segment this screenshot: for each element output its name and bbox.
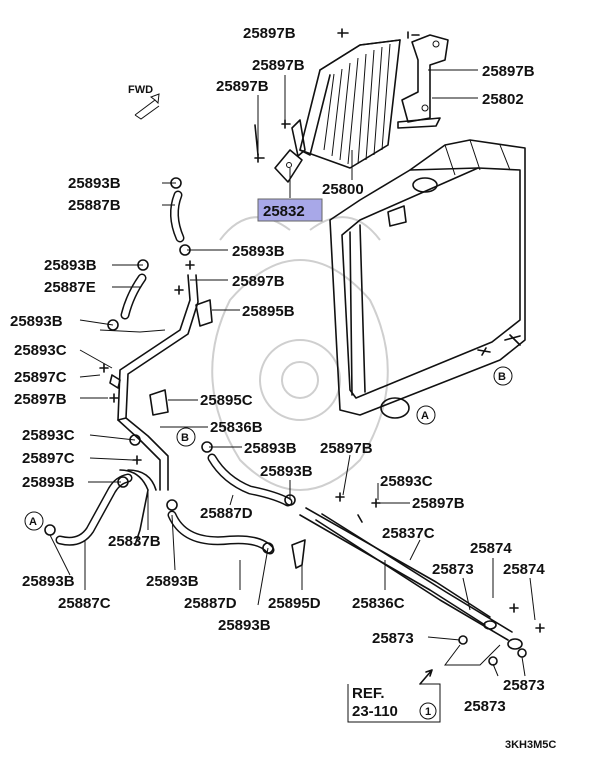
label-25893c-1: 25893C bbox=[14, 342, 67, 359]
radiator bbox=[329, 139, 526, 419]
label-25874-2: 25874 bbox=[503, 561, 545, 578]
label-25887b: 25887B bbox=[68, 197, 121, 214]
label-25887d-2: 25887D bbox=[184, 595, 237, 612]
callout-markers: B A B A bbox=[24, 366, 513, 531]
label-25893b-7: 25893B bbox=[260, 463, 313, 480]
label-25893b-9: 25893B bbox=[146, 573, 199, 590]
label-25893b-4: 25893B bbox=[10, 313, 63, 330]
bracket-25832 bbox=[274, 149, 303, 183]
label-25802: 25802 bbox=[482, 91, 524, 108]
label-25895c: 25895C bbox=[200, 392, 253, 409]
label-25874-1: 25874 bbox=[470, 540, 512, 557]
label-25895b: 25895B bbox=[242, 303, 295, 320]
label-25873-2: 25873 bbox=[372, 630, 414, 647]
label-25887d-1: 25887D bbox=[200, 505, 253, 522]
label-25836b: 25836B bbox=[210, 419, 263, 436]
oil-cooler bbox=[291, 39, 401, 169]
svg-text:B: B bbox=[498, 371, 506, 383]
ref-number: 23-110 bbox=[352, 703, 398, 720]
label-25897c-1: 25897C bbox=[14, 369, 67, 386]
label-25893c-3: 25893C bbox=[380, 473, 433, 490]
label-25832: 25832 bbox=[263, 203, 305, 220]
marker-a-hose: A bbox=[24, 511, 44, 531]
part-labels: 25897B 25897B 25897B 25802 25897B 25800 … bbox=[10, 25, 545, 715]
hoses-and-tubes bbox=[55, 190, 523, 650]
label-25873-3: 25873 bbox=[503, 677, 545, 694]
label-25897b-left: 25897B bbox=[216, 78, 269, 95]
marker-a-radiator: A bbox=[416, 405, 436, 425]
label-25897b-c: 25897B bbox=[232, 273, 285, 290]
label-25893b-5: 25893B bbox=[244, 440, 297, 457]
label-25837c: 25837C bbox=[382, 525, 435, 542]
watermark-emblem bbox=[211, 216, 389, 491]
label-25893b-2: 25893B bbox=[232, 243, 285, 260]
marker-b-radiator: B bbox=[493, 366, 513, 386]
highlight-25832 bbox=[257, 198, 323, 222]
diagram-code: 3KH3M5C bbox=[505, 739, 556, 751]
svg-text:A: A bbox=[421, 410, 429, 422]
label-25897b-f: 25897B bbox=[412, 495, 465, 512]
label-25893b-6: 25893B bbox=[22, 474, 75, 491]
reference-box: REF. 23-110 1 bbox=[347, 669, 441, 723]
label-25897b-top: 25897B bbox=[243, 25, 296, 42]
label-25897b-right: 25897B bbox=[482, 63, 535, 80]
ref-title: REF. bbox=[352, 685, 385, 702]
label-25893c-2: 25893C bbox=[22, 427, 75, 444]
svg-text:A: A bbox=[29, 516, 37, 528]
label-25893b-8: 25893B bbox=[22, 573, 75, 590]
marker-b-hose: B bbox=[176, 427, 196, 447]
leader-lines bbox=[49, 32, 536, 677]
label-25873-4: 25873 bbox=[464, 698, 506, 715]
fwd-arrow: FWD bbox=[128, 84, 160, 120]
label-25893b-10: 25893B bbox=[218, 617, 271, 634]
fwd-label: FWD bbox=[128, 84, 153, 96]
label-25873-1: 25873 bbox=[432, 561, 474, 578]
label-25895d: 25895D bbox=[268, 595, 321, 612]
label-25897b-mid: 25897B bbox=[252, 57, 305, 74]
label-25887c: 25887C bbox=[58, 595, 111, 612]
svg-text:B: B bbox=[181, 432, 189, 444]
label-25897c-2: 25897C bbox=[22, 450, 75, 467]
label-25893b-1: 25893B bbox=[68, 175, 121, 192]
label-25836c: 25836C bbox=[352, 595, 405, 612]
label-25897b-e: 25897B bbox=[320, 440, 373, 457]
bracket-25802 bbox=[397, 34, 449, 129]
label-25887e: 25887E bbox=[44, 279, 96, 296]
ref-circle-number: 1 bbox=[425, 706, 431, 718]
label-25893b-3: 25893B bbox=[44, 257, 97, 274]
label-25897b-d: 25897B bbox=[14, 391, 67, 408]
label-25800: 25800 bbox=[322, 181, 364, 198]
label-25837b: 25837B bbox=[108, 533, 161, 550]
